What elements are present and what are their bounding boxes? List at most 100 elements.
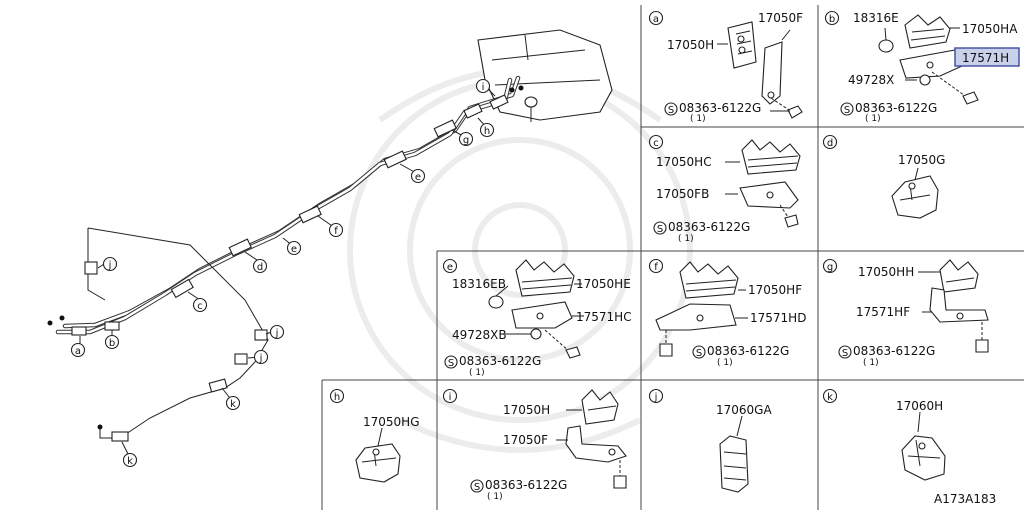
callout-g: g <box>458 131 474 147</box>
main-callouts: j a b c d e f e g h i j j k k <box>70 78 495 468</box>
svg-text:( 1): ( 1) <box>678 234 694 244</box>
svg-text:08363-6122G: 08363-6122G <box>485 478 567 492</box>
fuel-line-assembly: j a b c d e f e g h i j j k k <box>47 29 613 468</box>
svg-text:17060H: 17060H <box>896 399 943 413</box>
svg-text:g: g <box>463 135 469 146</box>
panel-d: d 17050G <box>822 134 945 219</box>
svg-text:S: S <box>657 224 663 235</box>
svg-text:e: e <box>447 262 453 273</box>
svg-text:49728XB: 49728XB <box>452 328 507 342</box>
highlighted-part-box <box>954 47 1020 67</box>
svg-text:b: b <box>109 338 115 349</box>
svg-text:e: e <box>415 172 421 183</box>
svg-text:f: f <box>334 226 338 237</box>
panel-c: c 17050HC 17050FB S 08363-6122G ( 1) <box>648 134 801 244</box>
callout-i: i <box>475 78 491 94</box>
svg-text:17571HD: 17571HD <box>750 311 806 325</box>
panel-h: h 17050HG <box>329 388 420 483</box>
pipe-bundle <box>47 75 524 335</box>
svg-text:18316E: 18316E <box>853 11 899 25</box>
svg-text:17050F: 17050F <box>758 11 803 25</box>
svg-text:17571HF: 17571HF <box>856 305 910 319</box>
svg-text:j: j <box>259 353 263 364</box>
svg-text:k: k <box>827 392 833 403</box>
callout-k2: k <box>122 452 138 468</box>
svg-text:b: b <box>829 14 835 25</box>
svg-text:17050FB: 17050FB <box>656 187 709 201</box>
svg-text:17050HH: 17050HH <box>858 265 914 279</box>
svg-text:08363-6122G: 08363-6122G <box>855 101 937 115</box>
svg-text:( 1): ( 1) <box>690 114 706 124</box>
svg-text:49728X: 49728X <box>848 73 894 87</box>
callout-f: f <box>328 222 344 238</box>
callout-d: d <box>252 258 268 274</box>
svg-text:e: e <box>291 244 297 255</box>
svg-text:S: S <box>844 105 850 116</box>
svg-text:08363-6122G: 08363-6122G <box>707 344 789 358</box>
svg-text:( 1): ( 1) <box>863 358 879 368</box>
svg-text:( 1): ( 1) <box>717 358 733 368</box>
svg-text:17050HG: 17050HG <box>363 415 420 429</box>
diagram-code: A173A183 <box>934 492 996 506</box>
svg-text:17050H: 17050H <box>667 38 714 52</box>
svg-text:i: i <box>449 392 452 403</box>
panel-f: f 17050HF 17571HD S 08363-6122G ( 1) <box>648 258 806 368</box>
pipe-clips <box>71 94 509 442</box>
svg-text:S: S <box>448 358 454 369</box>
svg-text:17571HC: 17571HC <box>576 310 632 324</box>
callout-h: h <box>479 122 495 138</box>
svg-text:d: d <box>827 138 833 149</box>
svg-text:S: S <box>668 105 674 116</box>
svg-text:08363-6122G: 08363-6122G <box>459 354 541 368</box>
panel-k: k 17060H <box>822 388 946 481</box>
svg-text:d: d <box>257 262 263 273</box>
callout-j1: j <box>102 256 118 272</box>
svg-text:18316EB: 18316EB <box>452 277 506 291</box>
callout-j2: j <box>269 324 285 340</box>
svg-text:c: c <box>653 138 659 149</box>
callout-e1: e <box>286 240 302 256</box>
svg-text:17050F: 17050F <box>503 433 548 447</box>
svg-text:a: a <box>75 346 81 357</box>
panel-i: i 17050H 17050F S 08363-6122G ( 1) <box>442 388 627 502</box>
svg-text:17050HC: 17050HC <box>656 155 712 169</box>
callout-j3: j <box>253 349 269 365</box>
watermark-emblem <box>347 67 693 453</box>
svg-text:j: j <box>275 328 279 339</box>
panel-e: e 18316EB 17050HE 17571HC 49728XB S 0836… <box>442 258 632 378</box>
fuel-tank <box>477 29 613 122</box>
svg-text:S: S <box>842 348 848 359</box>
svg-text:17050H: 17050H <box>503 403 550 417</box>
svg-text:17571H: 17571H <box>962 51 1009 65</box>
svg-text:S: S <box>696 348 702 359</box>
panel-j: j 17060GA <box>648 388 772 493</box>
svg-text:c: c <box>197 301 203 312</box>
panel-g: g 17050HH 17571HF S 08363-6122G ( 1) <box>822 258 989 368</box>
callout-a: a <box>70 342 86 358</box>
panel-b: b 18316E 17050HA 17571H 49728X S 08363-6… <box>824 10 1020 124</box>
svg-text:j: j <box>654 392 658 403</box>
callout-k1: k <box>225 395 241 411</box>
svg-text:h: h <box>484 126 490 137</box>
svg-text:( 1): ( 1) <box>469 368 485 378</box>
svg-text:17050HF: 17050HF <box>748 283 802 297</box>
svg-text:17050HA: 17050HA <box>962 22 1018 36</box>
svg-text:( 1): ( 1) <box>865 114 881 124</box>
svg-text:17050G: 17050G <box>898 153 945 167</box>
svg-text:08363-6122G: 08363-6122G <box>679 101 761 115</box>
svg-text:k: k <box>127 456 133 467</box>
svg-text:08363-6122G: 08363-6122G <box>853 344 935 358</box>
svg-text:a: a <box>653 14 659 25</box>
svg-text:j: j <box>108 260 112 271</box>
svg-text:08363-6122G: 08363-6122G <box>668 220 750 234</box>
panel-grid <box>321 5 1024 510</box>
svg-text:S: S <box>474 482 480 493</box>
callout-e2: e <box>410 168 426 184</box>
svg-text:k: k <box>230 399 236 410</box>
svg-text:( 1): ( 1) <box>487 492 503 502</box>
svg-text:17060GA: 17060GA <box>716 403 772 417</box>
callout-c: c <box>192 297 208 313</box>
svg-text:f: f <box>654 262 658 273</box>
svg-text:g: g <box>827 262 833 273</box>
